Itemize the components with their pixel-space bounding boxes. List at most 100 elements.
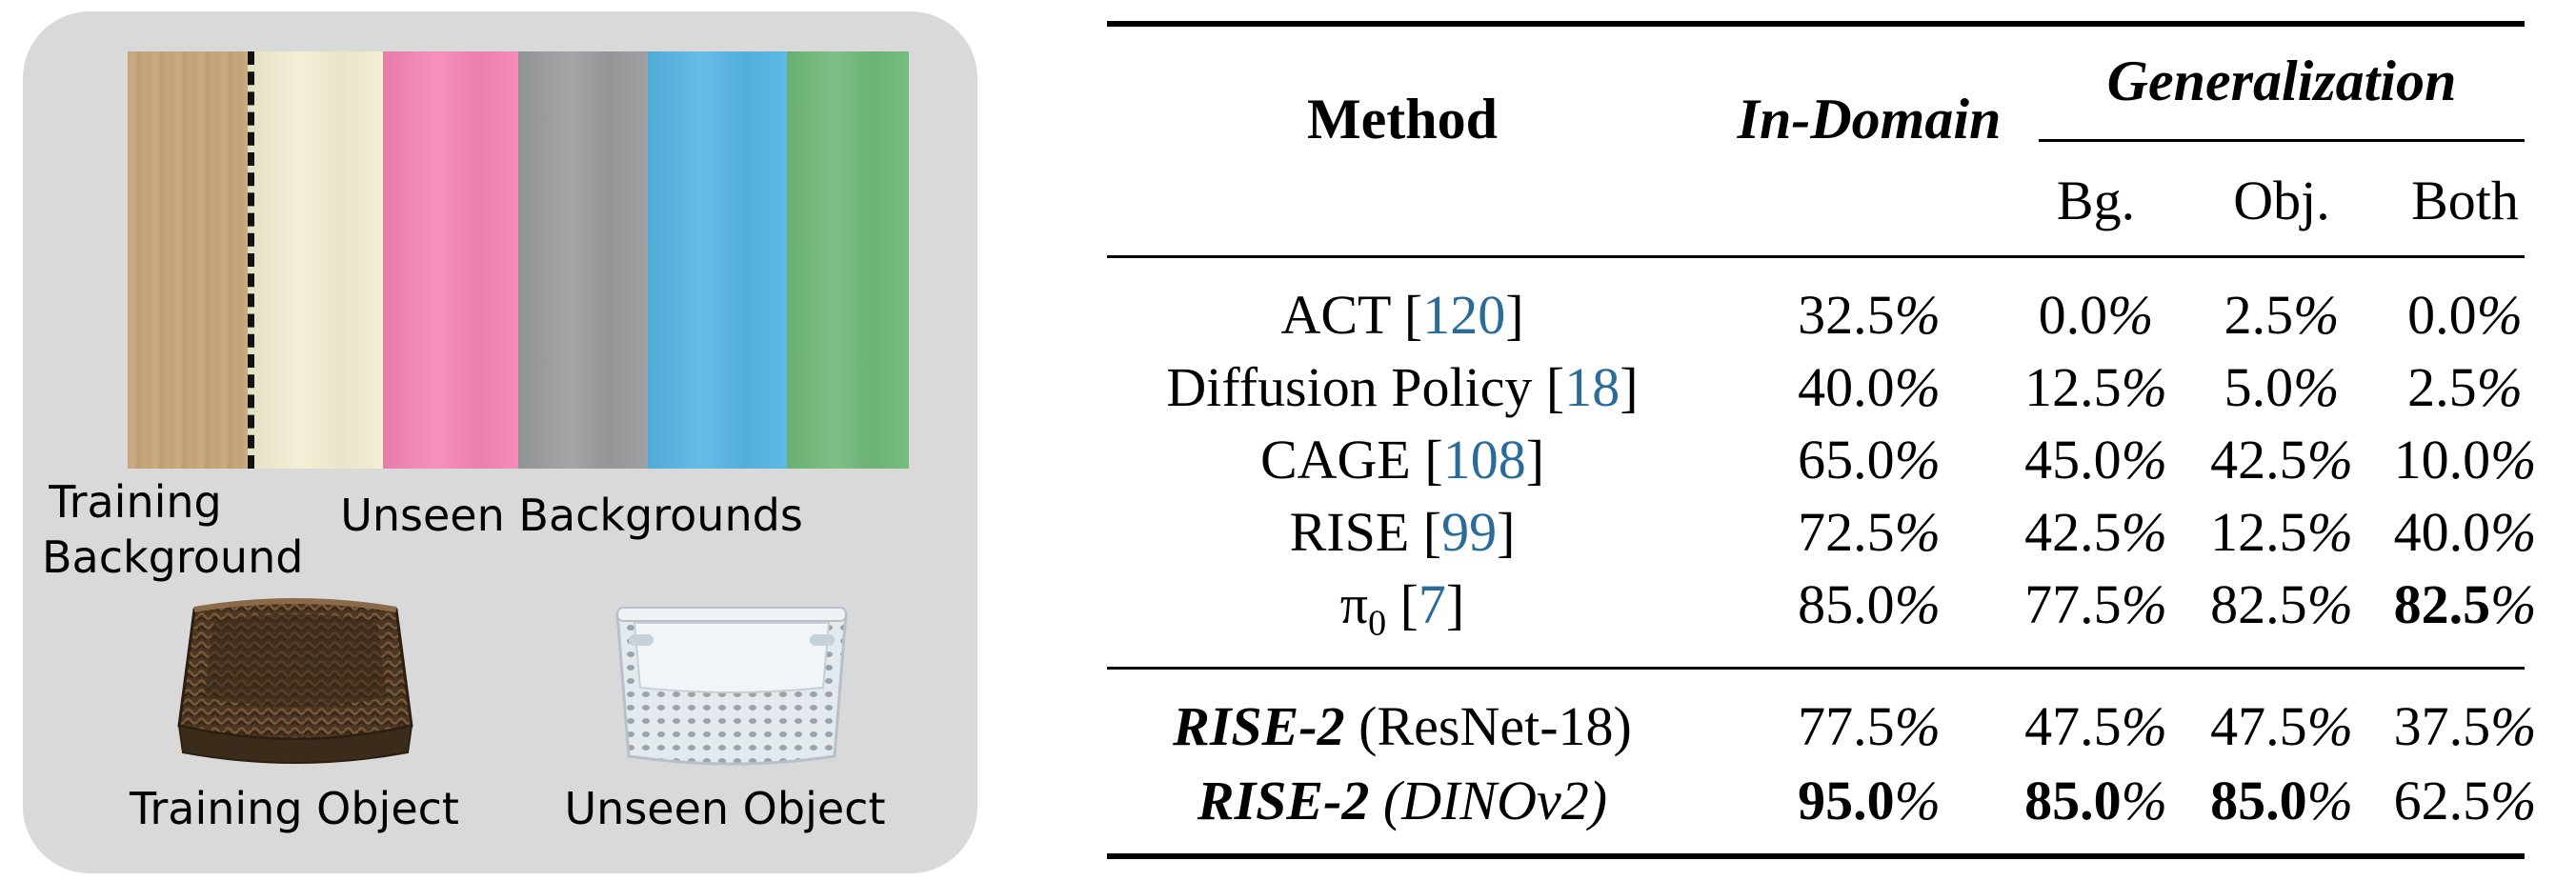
in-domain-cell-value: 85.0 [1798,573,1895,635]
both-cell-value: 2.5 [2407,356,2477,418]
caption-training-object: Training Object [130,783,459,834]
obj-cell: 47.5% [2191,693,2372,760]
ours-method-name: RISE-2 [1173,695,1345,757]
bg-cell-pct: % [2121,695,2167,757]
header-method: Method [1307,88,1498,150]
bg-cell: 47.5% [2001,693,2191,760]
both-cell-pct: % [2490,501,2537,563]
fabric-pink [383,51,518,469]
both-cell: 37.5% [2372,693,2558,760]
bg-cell-value: 77.5 [2024,573,2122,635]
both-cell: 62.5% [2372,768,2558,834]
method-name: Diffusion Policy [1166,356,1533,418]
caption-unseen-backgrounds: Unseen Backgrounds [340,490,803,541]
fabric-cream [248,51,383,469]
bg-cell-value: 42.5 [2024,501,2122,563]
both-cell-pct: % [2476,284,2523,346]
both-cell-value: 0.0 [2407,284,2477,346]
both-cell-value: 37.5 [2393,695,2491,757]
obj-cell-value: 5.0 [2224,356,2294,418]
header-bg: Bg. [2056,170,2136,231]
training-basket-image [177,598,413,764]
fabric-green [787,51,909,469]
obj-cell-value: 85.0 [2210,770,2307,831]
obj-cell-value: 2.5 [2224,284,2294,346]
in-domain-cell: 95.0% [1698,768,2041,834]
both-cell-pct: % [2490,695,2537,757]
in-domain-cell-value: 95.0 [1798,770,1895,831]
method-name: ACT [1280,284,1391,346]
bg-cell-pct: % [2121,356,2167,418]
bg-cell: 77.5% [2001,571,2191,638]
obj-cell-pct: % [2306,501,2353,563]
citation-link: 99 [1441,501,1498,563]
caption-training-line1: Training [49,476,222,528]
method-cell: Diffusion Policy [18] [1166,356,1639,418]
background-fabrics [128,51,909,469]
in-domain-cell: 72.5% [1698,499,2041,566]
obj-cell: 85.0% [2191,768,2372,834]
bg-cell-pct: % [2121,429,2167,491]
bg-cell-value: 12.5 [2024,356,2122,418]
fabric-gray [518,51,648,469]
in-domain-cell-value: 77.5 [1798,695,1895,757]
in-domain-cell: 65.0% [1698,427,2041,493]
method-name: CAGE [1259,429,1411,491]
citation-link: 7 [1418,573,1446,635]
ours-method-variant: (ResNet-18) [1358,695,1632,757]
ours-method-name: RISE-2 [1197,770,1370,831]
both-cell-value: 82.5 [2393,573,2491,635]
obj-cell-pct: % [2293,356,2340,418]
both-cell-pct: % [2490,573,2537,635]
bg-cell: 45.0% [2001,427,2191,493]
obj-cell: 12.5% [2191,499,2372,566]
bg-cell-value: 47.5 [2024,695,2122,757]
header-obj: Obj. [2233,170,2330,231]
method-cell: ACT [120] [1280,284,1524,346]
both-cell: 0.0% [2372,282,2558,349]
obj-cell: 82.5% [2191,571,2372,638]
in-domain-cell-value: 72.5 [1798,501,1895,563]
fabric-blue [648,51,787,469]
method-cell: CAGE [108] [1259,429,1545,491]
bg-cell-pct: % [2121,501,2167,563]
ours-method-cell: RISE-2 (DINOv2) [1107,768,1698,834]
in-domain-cell: 40.0% [1698,354,2041,421]
obj-cell-value: 12.5 [2210,501,2307,563]
obj-cell-pct: % [2306,770,2353,831]
bg-cell-pct: % [2121,770,2167,831]
in-domain-cell-pct: % [1894,770,1941,831]
method-cell: π0 [7] [1339,573,1465,644]
bg-cell: 42.5% [2001,499,2191,566]
in-domain-cell-value: 32.5 [1798,284,1895,346]
in-domain-cell-pct: % [1894,429,1941,491]
dashed-divider [248,51,254,469]
both-cell: 40.0% [2372,499,2558,566]
both-cell: 2.5% [2372,354,2558,421]
bg-cell: 12.5% [2001,354,2191,421]
both-cell-pct: % [2476,356,2523,418]
method-name: π0 [1339,573,1387,644]
unseen-basket-image [615,607,848,766]
in-domain-cell-pct: % [1894,573,1941,635]
obj-cell-value: 82.5 [2210,573,2307,635]
bg-cell-pct: % [2121,573,2167,635]
bg-cell-value: 45.0 [2024,429,2122,491]
ours-method-variant: (DINOv2) [1382,770,1608,831]
header-bottom-rule [1107,255,2525,258]
table-top-rule [1107,21,2525,27]
both-cell-value: 40.0 [2393,501,2491,563]
in-domain-cell: 32.5% [1698,282,2041,349]
in-domain-cell: 77.5% [1698,693,2041,760]
both-cell-value: 62.5 [2393,770,2491,831]
header-both: Both [2411,170,2519,231]
caption-training-background: Training Background [42,474,303,585]
in-domain-cell-pct: % [1894,501,1941,563]
in-domain-cell-pct: % [1894,356,1941,418]
obj-cell-value: 42.5 [2210,429,2307,491]
in-domain-cell-pct: % [1894,284,1941,346]
citation-link: 120 [1422,284,1506,346]
in-domain-cell-pct: % [1894,695,1941,757]
ours-method-cell: RISE-2 (ResNet-18) [1107,693,1698,760]
citation-link: 18 [1564,356,1620,418]
